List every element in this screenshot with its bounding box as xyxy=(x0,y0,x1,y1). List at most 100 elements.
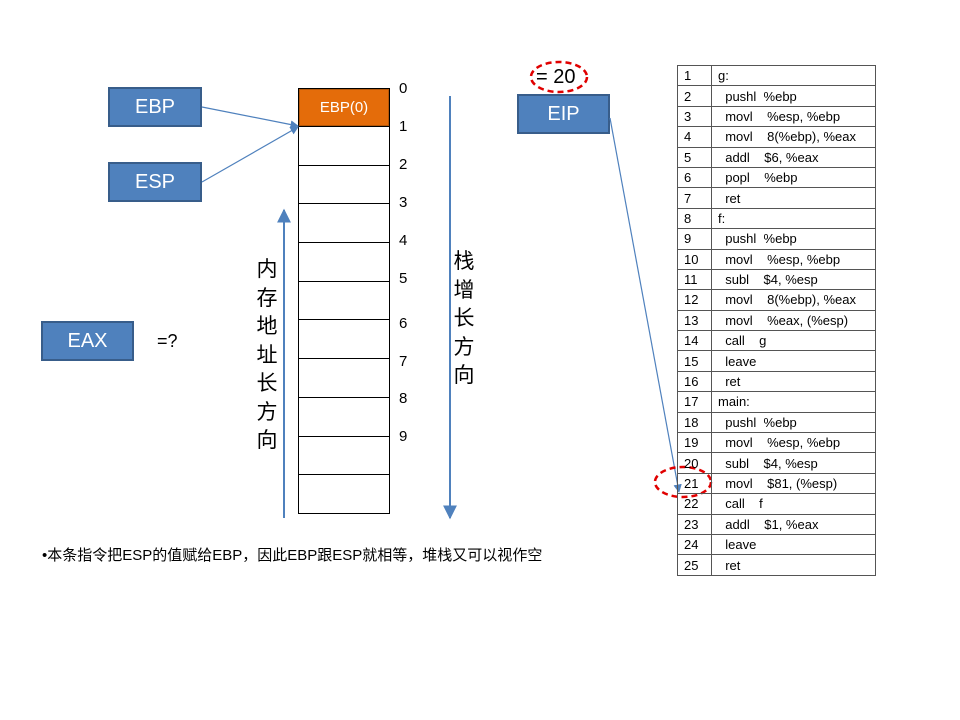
instruction: call g xyxy=(711,330,876,352)
stack-index: 0 xyxy=(399,80,408,97)
line-number: 11 xyxy=(677,268,712,291)
code-row: 11 subl $4, %esp xyxy=(677,268,876,291)
stack-cell xyxy=(299,280,389,320)
stack-cell xyxy=(299,242,389,281)
stack-cell xyxy=(299,319,389,358)
line-number: 24 xyxy=(677,533,712,556)
instruction: movl 8(%ebp), %eax xyxy=(711,126,876,148)
code-row: 9 pushl %ebp xyxy=(677,228,876,250)
instruction: movl %esp, %ebp xyxy=(711,105,876,128)
eax-value: =? xyxy=(157,331,178,351)
line-number: 17 xyxy=(677,391,712,413)
code-row: 23 addl $1, %eax xyxy=(677,513,876,535)
stack-cell xyxy=(299,396,389,436)
line-number: 16 xyxy=(677,370,712,393)
stack-index: 8 xyxy=(399,390,408,407)
line-number: 2 xyxy=(677,85,712,107)
instruction: leave xyxy=(711,533,876,556)
stack-index: 5 xyxy=(399,270,408,287)
code-row: 18 pushl %ebp xyxy=(677,411,876,434)
instruction: movl 8(%ebp), %eax xyxy=(711,289,876,311)
instruction: f: xyxy=(711,207,876,230)
eip-pointer-arrow xyxy=(609,117,682,493)
line-number: 4 xyxy=(677,126,712,148)
code-row: 14 call g xyxy=(677,330,876,352)
code-row: 22 call f xyxy=(677,493,876,515)
stack-cell xyxy=(299,164,389,204)
line-number: 10 xyxy=(677,248,712,270)
line-number: 3 xyxy=(677,105,712,128)
line-number: 7 xyxy=(677,187,712,209)
instruction: leave xyxy=(711,350,876,372)
line-number: 18 xyxy=(677,411,712,434)
stack-cell xyxy=(299,126,389,165)
stack-cell xyxy=(299,474,389,513)
instruction: ret xyxy=(711,187,876,209)
memory-growth-label: 内 存 地 址 长 方 向 xyxy=(256,258,278,452)
line-number: 8 xyxy=(677,207,712,230)
ebp-pointer-arrow xyxy=(201,106,299,129)
code-row: 7 ret xyxy=(677,187,876,209)
line-number: 12 xyxy=(677,289,712,311)
line-number: 19 xyxy=(677,432,712,454)
esp-register-box: ESP xyxy=(108,162,202,202)
code-row: 21 movl $81, (%esp) xyxy=(677,472,876,495)
instruction: subl $4, %esp xyxy=(711,452,876,474)
stack-index: 9 xyxy=(399,428,408,445)
esp-pointer-arrow xyxy=(201,126,299,183)
line-number: 9 xyxy=(677,228,712,250)
code-row: 13 movl %eax, (%esp) xyxy=(677,309,876,332)
line-number: 21 xyxy=(677,472,712,495)
stack-cell-ebp0: EBP(0) xyxy=(299,89,389,126)
line-number: 14 xyxy=(677,330,712,352)
instruction: movl $81, (%esp) xyxy=(711,472,876,495)
instruction: movl %esp, %ebp xyxy=(711,432,876,454)
code-row: 3 movl %esp, %ebp xyxy=(677,105,876,128)
line-number: 1 xyxy=(677,64,712,87)
instruction: popl %ebp xyxy=(711,166,876,189)
code-row: 25 ret xyxy=(677,554,876,576)
line-number: 6 xyxy=(677,166,712,189)
code-row: 12 movl 8(%ebp), %eax xyxy=(677,289,876,311)
explanation-note: •本条指令把ESP的值赋给EBP，因此EBP跟ESP就相等，堆栈又可以视作空 xyxy=(42,547,543,564)
instruction: call f xyxy=(711,493,876,515)
stack-index: 3 xyxy=(399,194,408,211)
code-row: 24 leave xyxy=(677,533,876,556)
instruction: pushl %ebp xyxy=(711,411,876,434)
code-row: 20 subl $4, %esp xyxy=(677,452,876,474)
stack-cell xyxy=(299,358,389,397)
instruction: ret xyxy=(711,370,876,393)
line-number: 20 xyxy=(677,452,712,474)
stack-index: 6 xyxy=(399,315,408,332)
stack-cell xyxy=(299,203,389,242)
instruction: g: xyxy=(711,64,876,87)
line-number: 13 xyxy=(677,309,712,332)
instruction: pushl %ebp xyxy=(711,85,876,107)
stack-index: 1 xyxy=(399,118,408,135)
instruction: movl %eax, (%esp) xyxy=(711,309,876,332)
code-row: 15 leave xyxy=(677,350,876,372)
line-number: 22 xyxy=(677,493,712,515)
ebp-register-box: EBP xyxy=(108,87,202,127)
instruction: subl $4, %esp xyxy=(711,268,876,291)
stack-index: 4 xyxy=(399,232,408,249)
line-number: 25 xyxy=(677,554,712,576)
code-row: 19 movl %esp, %ebp xyxy=(677,432,876,454)
eip-register-box: EIP xyxy=(517,94,610,134)
instruction: addl $1, %eax xyxy=(711,513,876,535)
code-row: 16 ret xyxy=(677,370,876,393)
eip-value: = 20 xyxy=(536,66,576,88)
instruction: ret xyxy=(711,554,876,576)
code-row: 10 movl %esp, %ebp xyxy=(677,248,876,270)
stack-growth-label: 栈 增 长 方 向 xyxy=(453,250,475,387)
code-row: 5 addl $6, %eax xyxy=(677,146,876,168)
line-number: 23 xyxy=(677,513,712,535)
stack-cell xyxy=(299,435,389,475)
stack-frame: EBP(0) xyxy=(298,88,390,514)
instruction: movl %esp, %ebp xyxy=(711,248,876,270)
line-number: 5 xyxy=(677,146,712,168)
instruction: addl $6, %eax xyxy=(711,146,876,168)
